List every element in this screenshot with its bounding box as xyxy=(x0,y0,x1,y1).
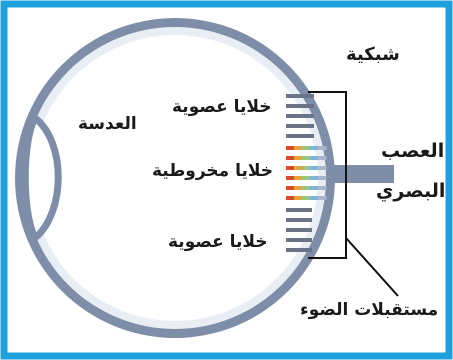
cone-stripe-segment xyxy=(294,186,303,190)
eyeball-body xyxy=(32,35,318,321)
rod-stripe xyxy=(286,248,312,252)
cone-stripe-segment xyxy=(294,156,303,160)
cone-stripe-segment xyxy=(310,146,319,150)
cone-stripe-segment xyxy=(318,166,327,170)
cone-stripe-segment xyxy=(318,146,327,150)
cone-stripe-segment xyxy=(318,196,327,200)
cone-stripe-segment xyxy=(302,176,311,180)
cone-stripe-segment xyxy=(318,186,327,190)
cones-label: خلايا مخروطية xyxy=(152,161,274,181)
cone-stripe-segment xyxy=(294,166,303,170)
photoreceptors-pointer xyxy=(345,237,399,297)
cone-stripe-segment xyxy=(302,156,311,160)
cone-stripe-segment xyxy=(286,176,295,180)
cone-stripe-segment xyxy=(302,166,311,170)
rod-stripe xyxy=(286,134,314,138)
rods-top-label: خلايا عصوية xyxy=(172,97,272,117)
cone-stripe-segment xyxy=(286,196,295,200)
cone-stripe-segment xyxy=(318,156,327,160)
cone-stripe-segment xyxy=(310,166,319,170)
rod-stripe xyxy=(286,114,314,118)
cone-stripe-segment xyxy=(310,196,319,200)
rod-stripe xyxy=(286,228,312,232)
retina-bracket xyxy=(308,91,347,259)
photoreceptors-label: مستقبلات الضوء xyxy=(300,300,439,320)
rod-stripe xyxy=(286,218,312,222)
cone-stripe-segment xyxy=(310,176,319,180)
optic-nerve-label-line2: البصري xyxy=(376,180,446,202)
cone-stripe-segment xyxy=(302,196,311,200)
rod-stripe xyxy=(286,208,312,212)
cone-stripe-segment xyxy=(294,176,303,180)
cone-stripe-segment xyxy=(302,146,311,150)
rod-stripe xyxy=(286,94,314,98)
cone-stripe-segment xyxy=(286,186,295,190)
rod-stripe xyxy=(286,124,314,128)
lens-label: العدسة xyxy=(78,114,137,134)
cone-stripe-segment xyxy=(310,156,319,160)
optic-nerve-label-line1: العصب xyxy=(381,140,445,162)
rod-stripe xyxy=(286,238,312,242)
cone-stripe-segment xyxy=(302,186,311,190)
cone-stripe-segment xyxy=(310,186,319,190)
cone-stripe-segment xyxy=(286,146,295,150)
retina-label: شبكية xyxy=(346,44,400,65)
cone-stripe-segment xyxy=(318,176,327,180)
cone-stripe-segment xyxy=(294,196,303,200)
cone-stripe-segment xyxy=(286,156,295,160)
cone-stripe-segment xyxy=(294,146,303,150)
photoreceptor-stripes xyxy=(286,94,327,252)
cone-stripe-segment xyxy=(286,166,295,170)
lens xyxy=(21,112,62,244)
rod-stripe xyxy=(286,104,314,108)
rods-bottom-label: خلايا عصوية xyxy=(168,232,268,252)
